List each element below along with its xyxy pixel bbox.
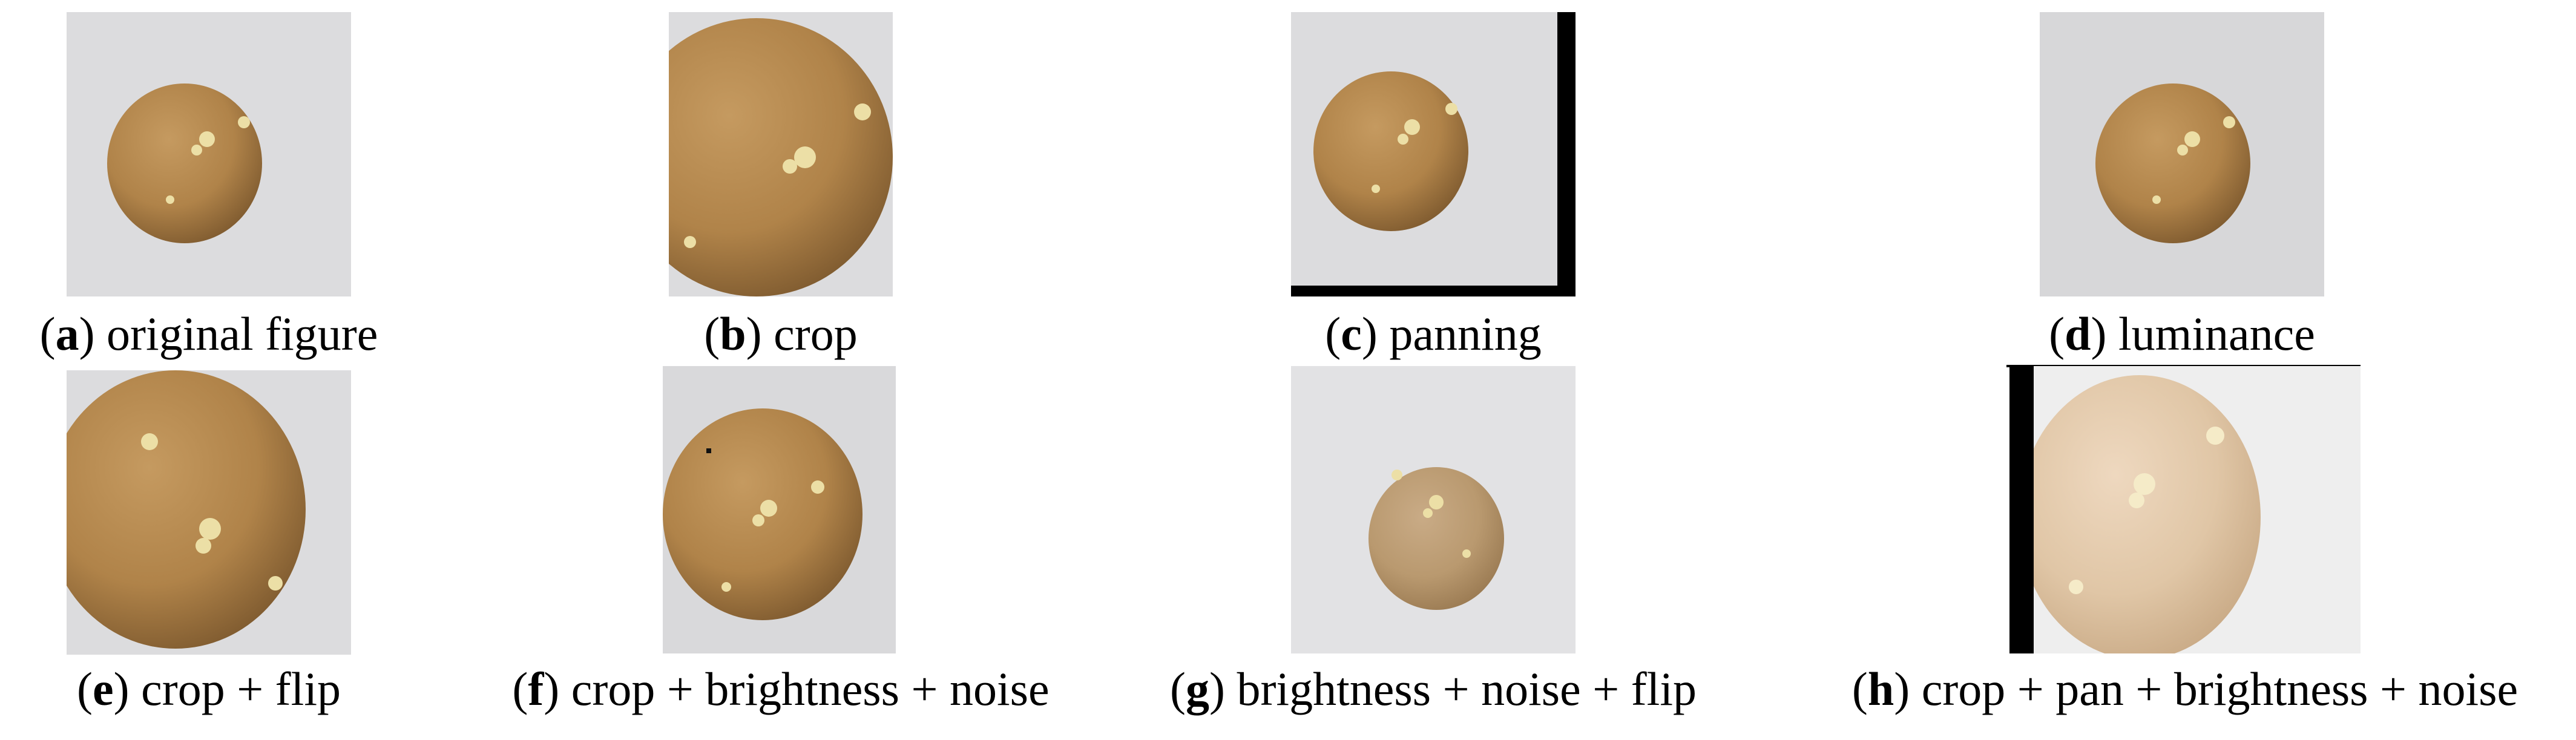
sprout-icon: [854, 103, 871, 120]
sprout-icon: [684, 236, 696, 248]
caption-g: (g) brightness + noise + flip: [1169, 663, 1697, 715]
sprout-icon: [268, 576, 283, 591]
sprout-icon: [238, 116, 250, 128]
pan-bar-left: [2009, 366, 2034, 653]
potato-shape: [1368, 467, 1504, 610]
sprout-icon: [1429, 495, 1444, 509]
pan-bar-right: [1557, 12, 1576, 296]
panel-c-image: [1291, 12, 1576, 296]
sprout-icon: [1404, 119, 1420, 135]
caption-e: (e) crop + flip: [77, 663, 341, 715]
sprout-icon: [2134, 473, 2155, 495]
caption-h: (h) crop + pan + brightness + noise: [1852, 663, 2518, 715]
potato-shape: [107, 83, 262, 243]
sprout-icon: [721, 582, 731, 592]
sprout-icon: [2223, 116, 2235, 128]
pan-bar-bottom: [1291, 286, 1576, 296]
sprout-icon: [760, 500, 777, 517]
sprout-icon: [166, 195, 174, 204]
caption-f: (f) crop + brightness + noise: [512, 663, 1050, 715]
sprout-icon: [141, 433, 158, 450]
potato-shape: [2095, 83, 2250, 243]
potato-shape: [669, 18, 893, 296]
caption-c: (c) panning: [1325, 307, 1542, 360]
sprout-icon: [1423, 508, 1433, 518]
sprout-icon: [2184, 131, 2200, 147]
sprout-icon: [2152, 195, 2161, 204]
sprout-icon: [783, 159, 797, 174]
panel-d-image: [2040, 12, 2324, 296]
potato-shape: [663, 408, 862, 620]
sprout-icon: [2129, 493, 2144, 508]
sprout-icon: [752, 514, 764, 526]
sprout-icon: [794, 146, 816, 168]
sprout-icon: [1372, 185, 1380, 193]
sprout-icon: [196, 538, 211, 554]
panel-g-image: [1291, 366, 1576, 653]
panel-h-image: [2009, 366, 2361, 653]
sprout-icon: [199, 131, 215, 147]
panel-f-image: [663, 366, 896, 653]
sprout-icon: [199, 518, 221, 540]
sprout-icon: [1462, 549, 1471, 558]
sprout-icon: [1398, 134, 1408, 145]
sprout-icon: [2177, 145, 2188, 156]
caption-b: (b) crop: [704, 307, 858, 360]
panel-e-image: [67, 370, 351, 655]
potato-shape: [2019, 375, 2261, 653]
potato-shape: [1313, 71, 1468, 231]
panel-b-image: [669, 12, 893, 296]
noise-speck: [706, 448, 711, 453]
caption-a: (a) original figure: [39, 307, 378, 360]
sprout-icon: [2206, 427, 2224, 445]
sprout-icon: [2069, 580, 2083, 594]
sprout-icon: [1445, 103, 1457, 115]
sprout-icon: [811, 480, 824, 494]
panel-a-image: [67, 12, 351, 296]
caption-d: (d) luminance: [2049, 307, 2315, 360]
sprout-icon: [1392, 470, 1402, 480]
potato-shape: [67, 370, 306, 649]
sprout-icon: [191, 145, 202, 156]
